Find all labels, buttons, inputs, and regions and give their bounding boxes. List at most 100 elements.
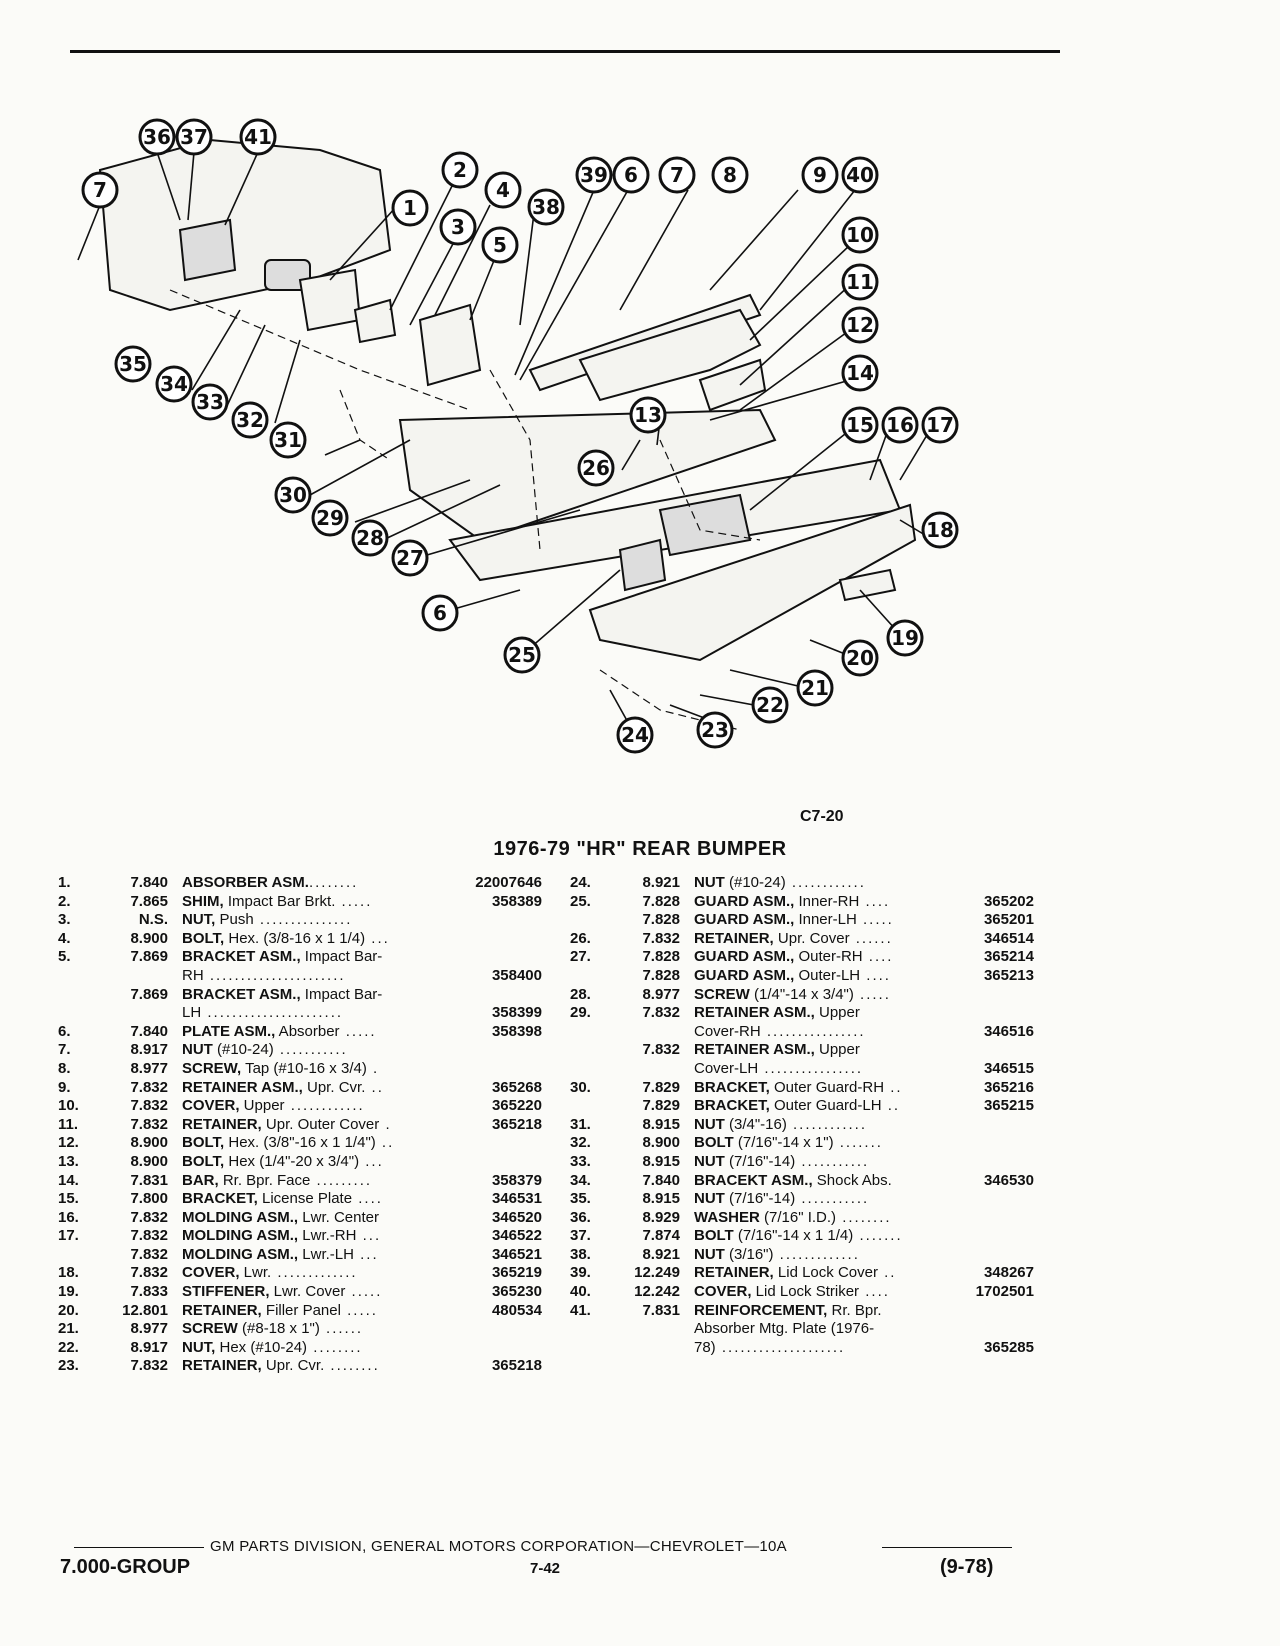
part-detail: Cover-LH [694,1059,759,1077]
part-name: RETAINER, [182,1357,262,1375]
part-name: MOLDING ASM., [182,1227,299,1245]
part-name: STIFFENER, [182,1283,270,1301]
part-number: 365219 [491,1264,542,1282]
part-name: RETAINER, [182,1301,262,1319]
page-number: 7-42 [530,1560,561,1577]
group-number: 12.801 [122,1301,168,1319]
footer-group: 7.000-GROUP [60,1556,191,1578]
part-detail: Upper [814,1004,860,1022]
part-number: 365201 [983,911,1034,929]
part-number: 358389 [491,892,542,910]
item-number: 34. [570,1171,591,1189]
svg-text:26: 26 [582,456,610,480]
part-detail: (3/16") [724,1245,774,1263]
part-description: GUARD ASM., Inner-LH ..... [694,911,974,930]
group-number: 8.921 [642,874,680,891]
parts-row: LH ......................358399 [58,1004,548,1023]
svg-text:37: 37 [180,125,208,149]
group-number: 8.915 [642,1152,680,1170]
svg-text:5: 5 [493,233,507,257]
part-detail: RH [182,966,204,984]
part-name: BOLT [694,1227,734,1245]
group-number: 7.800 [130,1190,168,1208]
part-name: RETAINER, [694,1264,774,1282]
part-description: BRACKET, Outer Guard-RH .. [694,1079,974,1098]
impact-bracket-shape [418,303,482,387]
part-description: SHIM, Impact Bar Brkt. ..... [182,893,494,912]
part-description: COVER, Upper ............ [182,1097,494,1116]
item-number: 26. [570,929,591,947]
assembly-line-5 [599,669,741,731]
part-number: 365214 [983,948,1034,966]
svg-text:31: 31 [274,428,302,452]
svg-text:20: 20 [846,646,874,670]
group-number: 8.929 [642,1208,680,1226]
part-description: SCREW (1/4"-14 x 3/4") ..... [694,986,974,1005]
svg-text:14: 14 [846,361,874,385]
svg-text:2: 2 [453,158,467,182]
svg-text:24: 24 [621,723,649,747]
part-detail: LH [182,1004,202,1022]
part-detail: Hex. (3/8-16 x 1 1/4) [224,929,366,947]
part-description: RETAINER, Upr. Cvr. ........ [182,1357,494,1376]
callout-19: 19 [886,619,924,657]
group-number: 7.840 [642,1171,680,1189]
part-name: NUT [182,1041,213,1059]
footer-rule-right [882,1547,1012,1548]
item-number: 16. [58,1208,79,1226]
part-name: RETAINER ASM., [182,1078,303,1096]
part-detail: Inner-RH [794,892,860,910]
leader-dots: ........... [273,1041,348,1059]
part-description: NUT (#10-24) ............ [694,874,974,893]
group-number: 7.869 [130,985,168,1003]
svg-text:10: 10 [846,223,874,247]
leader-dots: ......... [310,1171,373,1189]
callout-16: 16 [881,406,919,444]
part-name: NUT, [182,911,216,929]
part-number: 365213 [983,966,1034,984]
part-name: RETAINER ASM., [694,1004,815,1022]
part-name: SCREW [694,985,750,1003]
part-name: BOLT, [182,1134,225,1152]
callout-2: 2 [441,151,479,189]
part-detail: Absorber [275,1022,340,1040]
item-number: 37. [570,1227,591,1245]
part-number: 346515 [983,1059,1034,1077]
part-detail: Lwr. [239,1264,272,1282]
leader-dots: .... [859,1283,890,1301]
part-detail: (#8-18 x 1") [237,1320,320,1338]
part-detail: Lid Lock Striker [751,1283,860,1301]
item-number: 35. [570,1190,591,1208]
group-number: 7.832 [130,1078,168,1096]
part-number: 365216 [983,1078,1034,1096]
leader-dots: .. [884,1078,903,1096]
assembly-line-3 [489,369,541,551]
part-name: REINFORCEMENT, [694,1301,828,1319]
part-name: MOLDING ASM., [182,1208,299,1226]
part-number: 346516 [983,1022,1034,1040]
assembly-line-2 [339,389,391,461]
part-name: SCREW [182,1320,238,1338]
part-detail: Rr. Bpr. Face [218,1171,311,1189]
leader-dots: ... [356,1227,382,1245]
part-number: 365215 [983,1097,1034,1115]
part-description: BRACKET ASM., Impact Bar- [182,948,494,967]
part-detail: Rr. Bpr. [827,1301,882,1319]
callout-41: 41 [239,118,277,156]
part-detail: Hex (#10-24) [215,1338,308,1356]
item-number: 36. [570,1208,591,1226]
item-number: 2. [58,892,71,910]
leader-dots: .................... [715,1338,846,1356]
leader-dots: ..... [340,1301,378,1319]
